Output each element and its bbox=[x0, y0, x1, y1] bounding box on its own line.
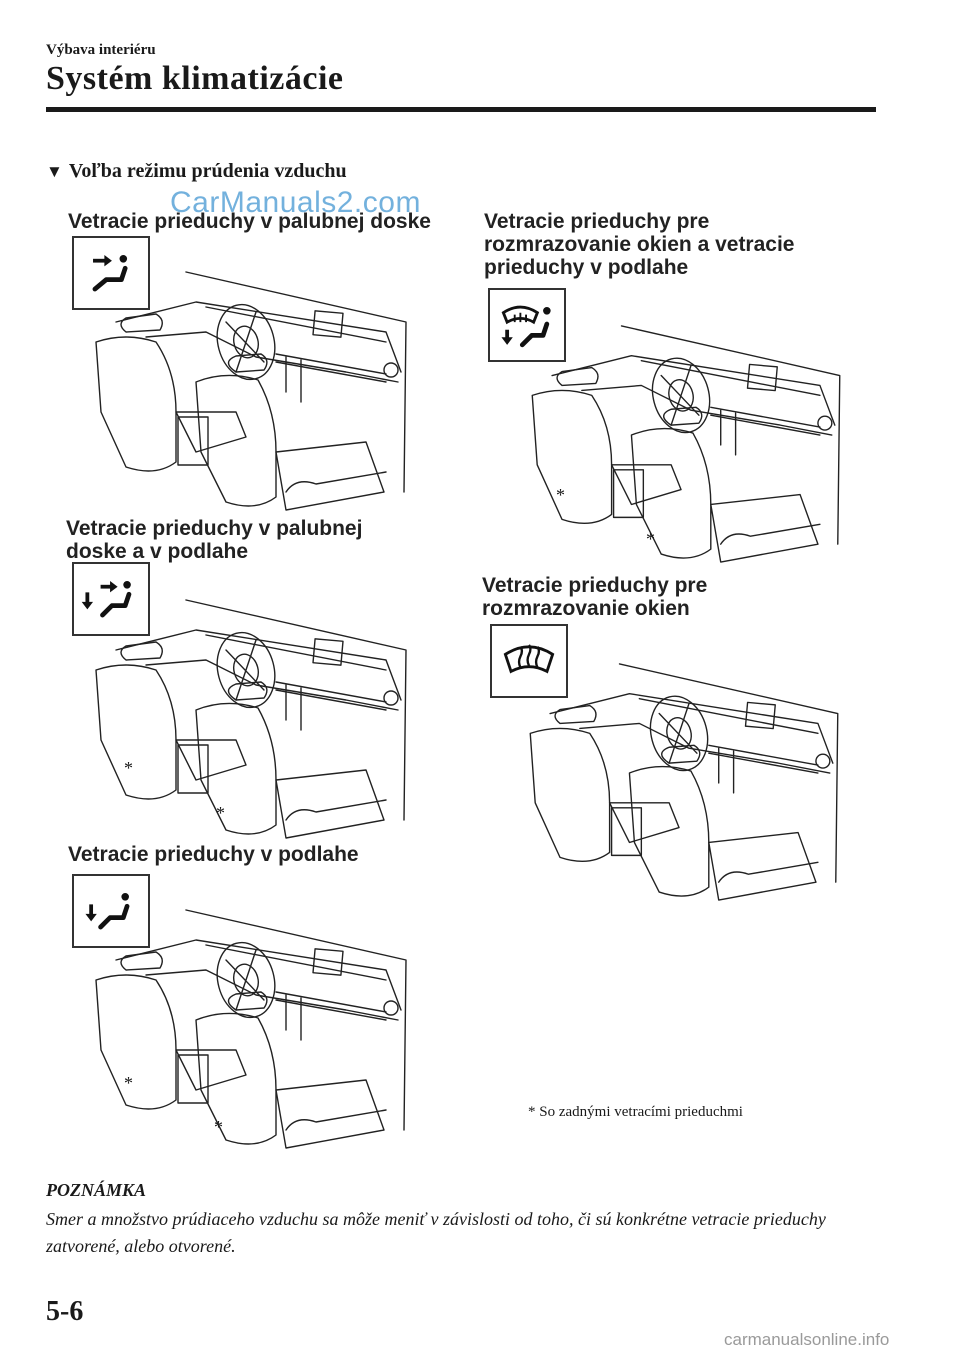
mode-label-floor: Vetracie prieduchy v podlahe bbox=[68, 843, 359, 866]
triangle-marker: ▼ bbox=[46, 162, 63, 181]
page-number: 5-6 bbox=[46, 1296, 83, 1328]
car-interior-illustration-floor bbox=[86, 900, 416, 1162]
section-heading: ▼ Voľba režimu prúdenia vzduchu bbox=[46, 160, 347, 183]
header-divider bbox=[46, 107, 876, 112]
car-interior-illustration-defrost bbox=[514, 654, 854, 902]
mode-label-bi-level: Vetracie prieduchy v palubnej doske a v … bbox=[66, 517, 362, 563]
note-title: POZNÁMKA bbox=[46, 1180, 146, 1201]
rear-vent-marker: * bbox=[124, 758, 133, 779]
mode-label-floor-defrost: Vetracie prieduchy pre rozmrazovanie oki… bbox=[484, 210, 794, 279]
car-interior-illustration-dashboard bbox=[86, 262, 416, 512]
page-title: Systém klimatizácie bbox=[46, 60, 344, 98]
note-body: Smer a množstvo prúdiaceho vzduchu sa mô… bbox=[46, 1206, 876, 1260]
section-heading-text: Voľba režimu prúdenia vzduchu bbox=[69, 160, 347, 182]
rear-vent-marker: * bbox=[214, 1117, 223, 1138]
rear-vent-marker: * bbox=[216, 803, 225, 824]
footer-url: carmanualsonline.info bbox=[724, 1330, 889, 1350]
section-breadcrumb: Výbava interiéru bbox=[46, 42, 156, 59]
mode-label-defrost: Vetracie prieduchy pre rozmrazovanie oki… bbox=[482, 574, 707, 620]
rear-vent-marker: * bbox=[556, 485, 565, 506]
car-interior-illustration-bi-level bbox=[86, 590, 416, 840]
car-interior-illustration-floor-defrost bbox=[516, 316, 856, 564]
footnote: * So zadnými vetracími prieduchmi bbox=[528, 1104, 743, 1121]
rear-vent-marker: * bbox=[124, 1073, 133, 1094]
rear-vent-marker: * bbox=[646, 529, 655, 550]
mode-label-dashboard: Vetracie prieduchy v palubnej doske bbox=[68, 210, 431, 233]
